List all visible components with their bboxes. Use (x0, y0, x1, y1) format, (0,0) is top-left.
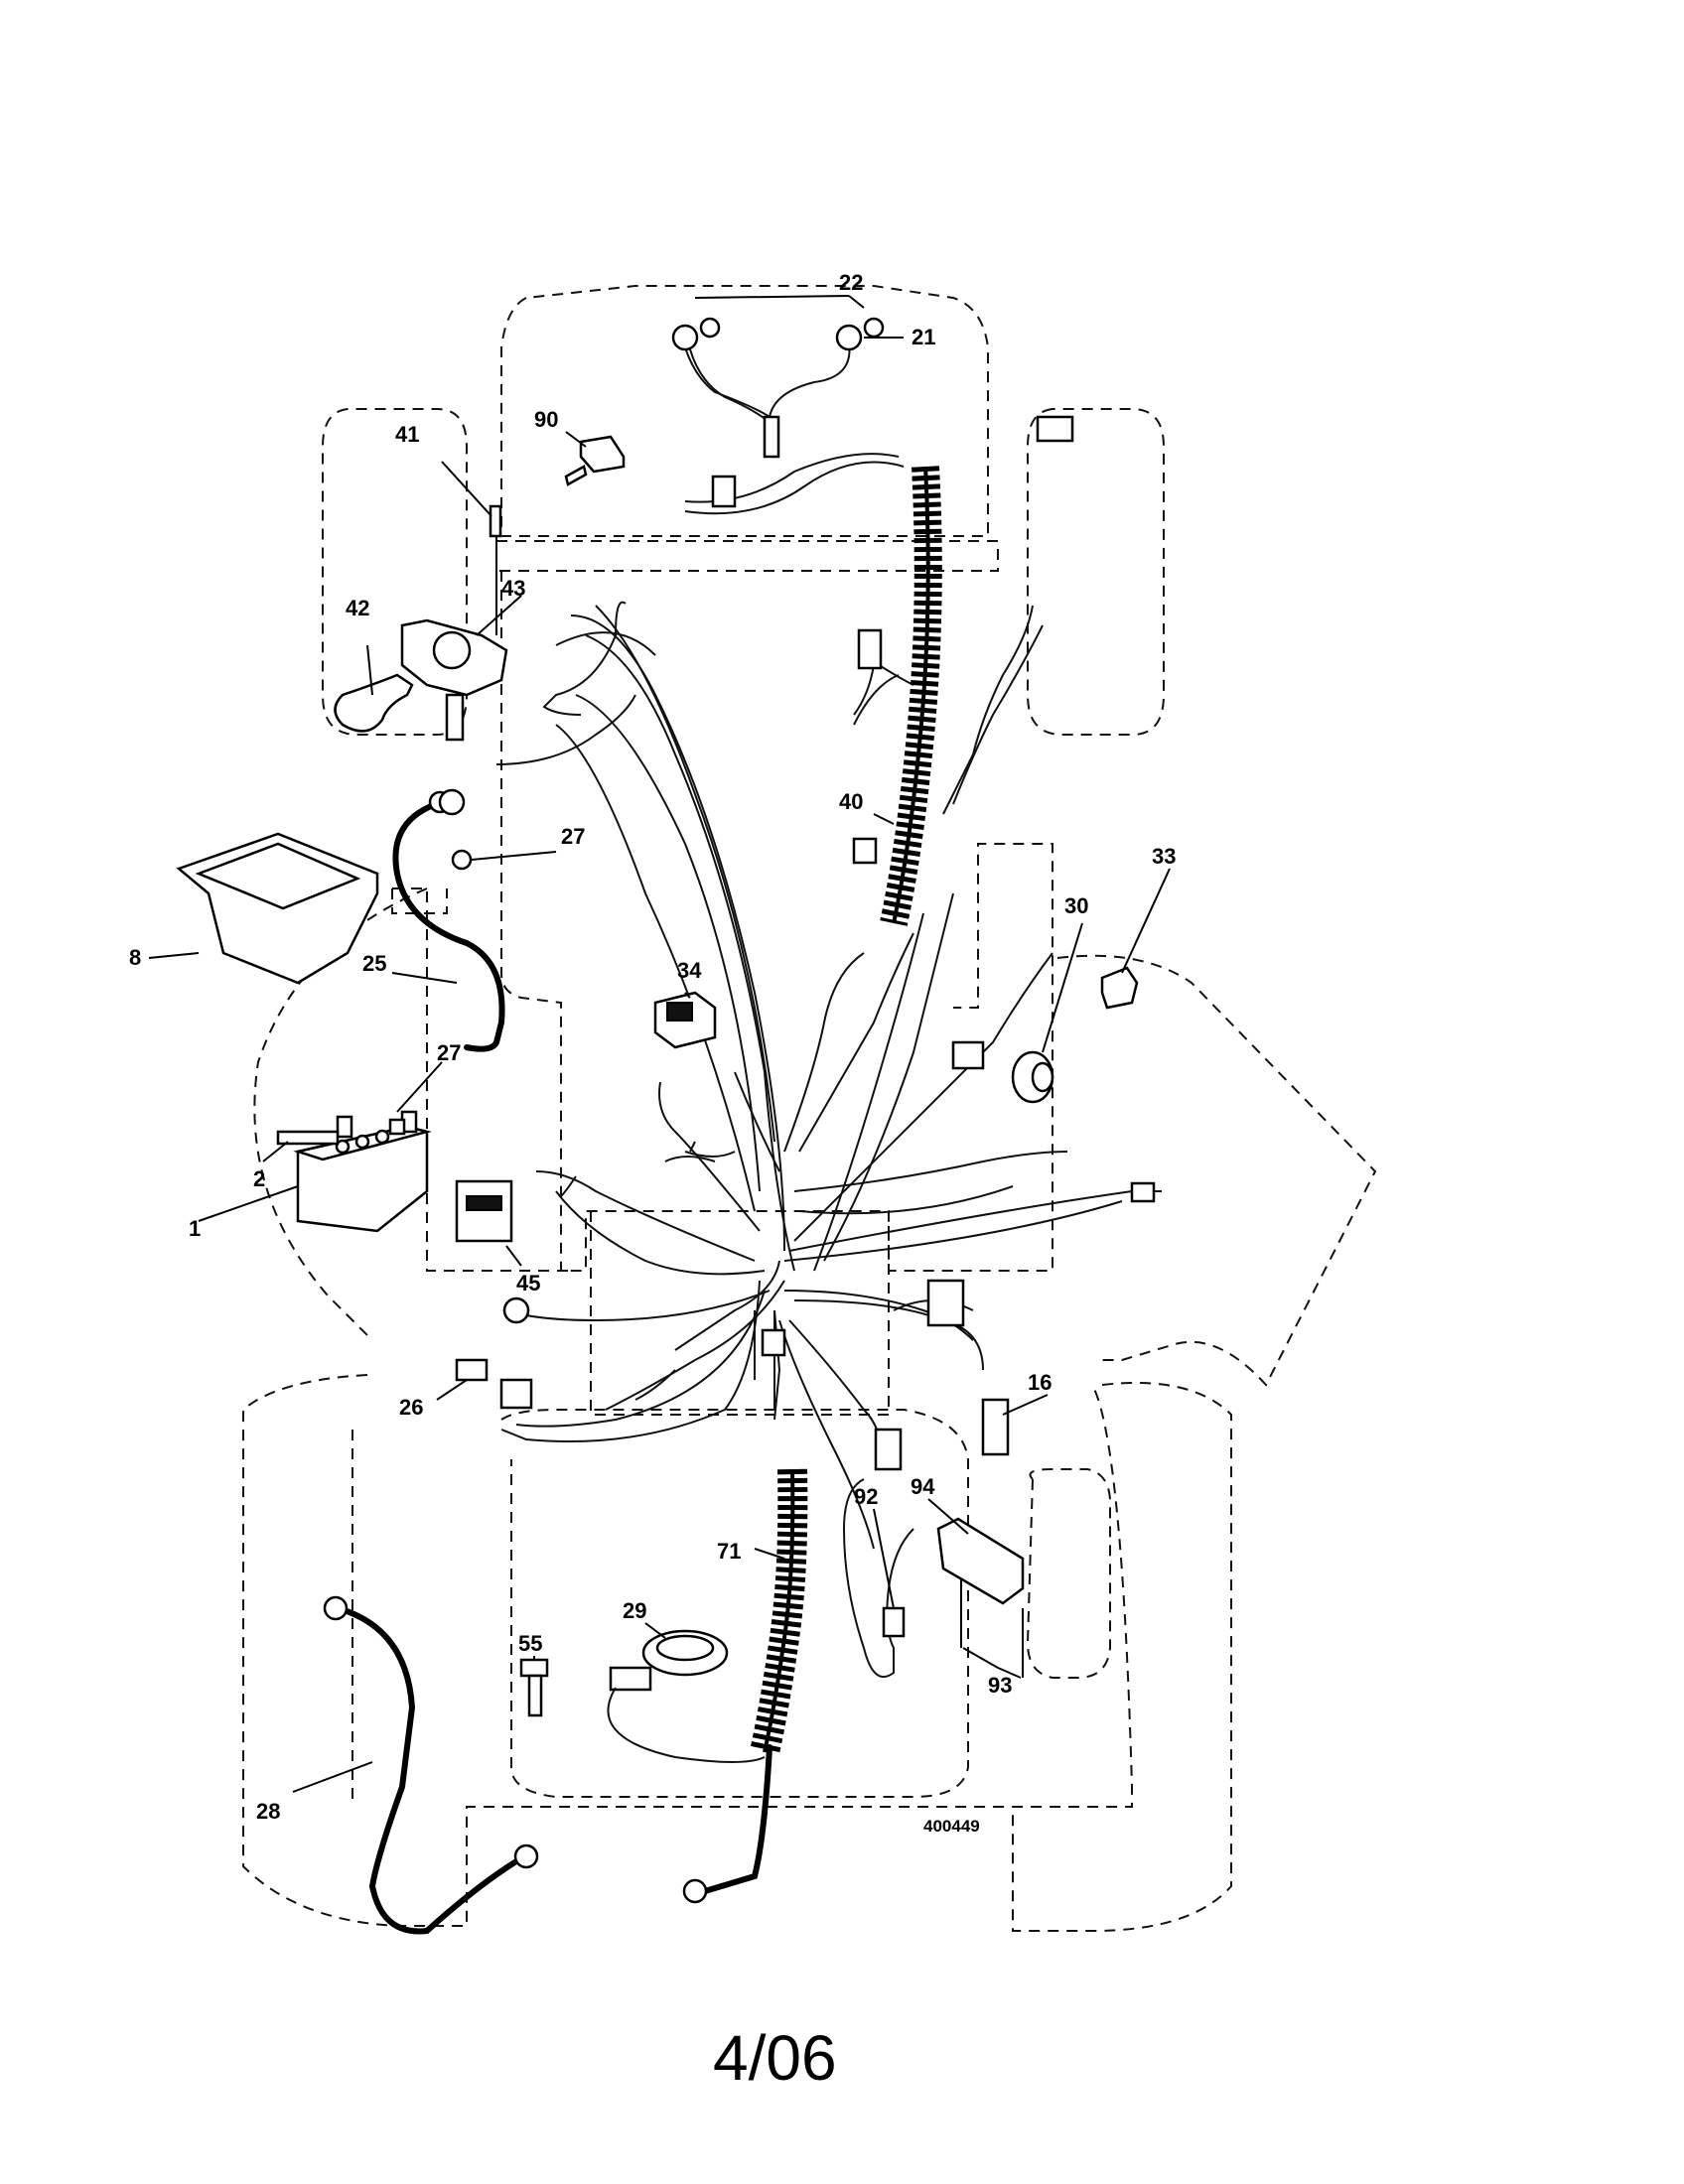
callout-90: 90 (534, 407, 558, 432)
rear-left-fender-outline (242, 1374, 1133, 1927)
headlight-right-icon (835, 324, 863, 351)
callout-8: 8 (129, 945, 141, 970)
callout-71: 71 (717, 1539, 741, 1564)
bolt-2-icon (276, 1130, 340, 1146)
rear-seat-deck-outline (351, 1409, 969, 1807)
ring-terminal-28b-icon (513, 1843, 539, 1869)
callout-1: 1 (189, 1216, 201, 1241)
callout-26: 26 (399, 1395, 423, 1420)
headlight-assembly (671, 317, 885, 459)
connector-side-icon (852, 837, 878, 865)
solenoid-terminal-icon (432, 630, 472, 670)
callout-27a: 27 (561, 824, 585, 849)
connector-92-icon (882, 1606, 906, 1638)
ammeter (455, 1179, 513, 1243)
seat-switch-94-icon (936, 1517, 1025, 1605)
left-front-wheel-outline (322, 408, 468, 736)
coil-40-core (892, 466, 930, 924)
harness-coil-40 (880, 466, 942, 926)
callout-40: 40 (839, 789, 863, 814)
callout-29: 29 (623, 1598, 646, 1623)
headlight-left-icon (671, 324, 699, 351)
ring-terminal-45-icon (502, 1297, 530, 1324)
starter-solenoid (400, 504, 508, 742)
fuse-26 (455, 1358, 533, 1410)
screw-41-icon (489, 504, 502, 538)
cable-25 (392, 799, 505, 1052)
connector-lower-icon (874, 1428, 903, 1471)
ring-terminal-28a-icon (323, 1595, 349, 1621)
nut-27b-icon (388, 1118, 406, 1136)
right-front-wheel-outline (1027, 408, 1165, 736)
callout-16: 16 (1028, 1370, 1052, 1395)
harness-coil-71 (750, 1468, 808, 1756)
hood-outline (500, 285, 989, 537)
connector-mid-icon (857, 628, 883, 670)
battery (293, 1110, 432, 1233)
callout-92: 92 (854, 1484, 878, 1509)
connector-center-icon (761, 1328, 786, 1357)
ignition-key (564, 435, 626, 486)
lift-lever-outline (1026, 1468, 1112, 1679)
callout-28: 28 (256, 1799, 280, 1824)
cable-28 (335, 1605, 519, 1935)
callout-27b: 27 (437, 1040, 461, 1065)
callout-2: 2 (253, 1166, 265, 1191)
right-fender-outline (1056, 954, 1377, 1387)
bolt-55 (519, 1658, 549, 1717)
battery-box (176, 832, 379, 985)
callout-21: 21 (912, 325, 935, 349)
connector-right-icon (1036, 415, 1074, 443)
headlight-connector-icon (763, 415, 780, 459)
relay-16-icon (981, 1398, 1010, 1456)
callout-labels: 22 21 90 41 42 43 40 27 33 30 8 25 34 27… (129, 270, 1176, 1824)
cable-71-lead (702, 1744, 772, 1894)
callout-94: 94 (911, 1474, 935, 1499)
interlock-33 (1100, 966, 1139, 1010)
ignition-switch (1011, 1050, 1054, 1104)
callout-93: 93 (988, 1673, 1012, 1698)
terminal-boot-icon (334, 673, 414, 733)
callout-55: 55 (518, 1631, 542, 1656)
battery-cables (335, 799, 772, 1935)
callout-33: 33 (1152, 844, 1176, 869)
callout-45: 45 (516, 1271, 540, 1296)
seat-area-outline (590, 1211, 890, 1416)
page-date: 4/06 (713, 2022, 837, 2094)
callout-42: 42 (346, 596, 369, 620)
connector-multi-icon (926, 1279, 965, 1327)
callout-30: 30 (1064, 893, 1088, 918)
callout-22: 22 (839, 270, 863, 295)
leader-lines (148, 295, 1171, 1793)
chassis-outlines (242, 285, 1377, 1932)
drawing-number: 400449 (923, 1817, 980, 1836)
solenoid-stud-icon (445, 693, 465, 742)
headlight-switch (653, 991, 717, 1049)
callout-25: 25 (362, 951, 386, 976)
center-frame-outline (500, 571, 1053, 1272)
battery-tray-outline (392, 887, 581, 1272)
callout-43: 43 (501, 576, 525, 601)
ring-terminal-upper-icon (438, 788, 466, 816)
nut-27-icon (451, 849, 473, 871)
bulb-left-icon (699, 317, 721, 339)
bulb-right-icon (863, 317, 885, 339)
ring-terminal-71-icon (682, 1878, 708, 1904)
coil-71-core (763, 1468, 795, 1753)
callout-41: 41 (395, 422, 419, 447)
rear-right-fender-outline (1012, 1382, 1232, 1932)
wiring-harness (495, 453, 1162, 1679)
buzzer-29 (607, 1629, 766, 1763)
callout-34: 34 (677, 958, 702, 983)
connector-top-icon (711, 475, 737, 508)
connector-30-icon (951, 1040, 985, 1070)
connector-right-end-icon (1130, 1181, 1156, 1203)
